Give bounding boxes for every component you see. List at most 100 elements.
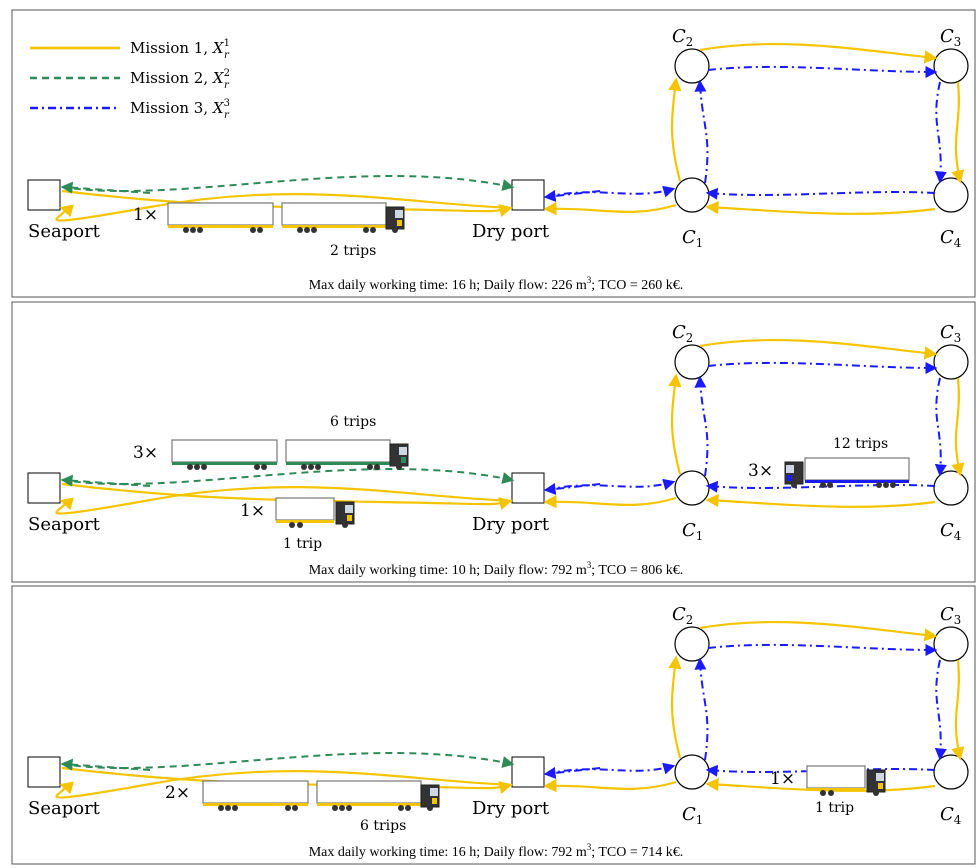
wheel xyxy=(194,464,200,470)
wheel xyxy=(250,227,256,233)
c1-label: C1 xyxy=(682,520,703,543)
route-mission2-back xyxy=(60,474,151,487)
route-mission2-back xyxy=(60,181,151,194)
trailer-chassis xyxy=(286,462,390,465)
route-mission2 xyxy=(61,752,515,769)
c4-label: C4 xyxy=(940,520,961,543)
truck-trips-2: 1 trip xyxy=(283,536,322,552)
route-mission3-c4-c1 xyxy=(705,187,936,200)
cab-window xyxy=(399,447,407,455)
seaport-label: Seaport xyxy=(28,798,101,819)
cab-window xyxy=(345,505,353,513)
wheel xyxy=(257,227,263,233)
panel-frame xyxy=(11,9,976,298)
trailer-chassis xyxy=(203,803,308,806)
body-box xyxy=(804,457,910,481)
trailer-chassis xyxy=(282,225,386,228)
customer-c2 xyxy=(674,344,710,380)
wheel xyxy=(791,482,797,488)
truck-count-2: 1× xyxy=(240,501,265,521)
wheel xyxy=(820,790,826,796)
truck-trips-1: 2 trips xyxy=(330,243,376,259)
truck-count-1: 2× xyxy=(165,783,190,803)
c1-label: C1 xyxy=(682,227,703,250)
truck-1 xyxy=(202,780,440,811)
route-mission3-c1-c2 xyxy=(694,375,709,477)
seaport-node xyxy=(27,756,61,788)
wheel xyxy=(289,522,295,528)
cab-window xyxy=(876,773,884,781)
c1-label: C1 xyxy=(682,804,703,827)
wheel xyxy=(396,464,402,470)
route-mission1-c1-dry xyxy=(543,202,677,216)
wheel xyxy=(827,482,833,488)
wheel xyxy=(370,227,376,233)
dryport-node xyxy=(511,472,545,504)
truck-2 xyxy=(806,765,886,796)
dryport-label: Dry port xyxy=(472,514,550,535)
wheel xyxy=(225,805,231,811)
dryport-node xyxy=(511,756,545,788)
wheel xyxy=(308,464,314,470)
wheel xyxy=(297,522,303,528)
customer-c2 xyxy=(674,48,710,84)
c4-label: C4 xyxy=(940,804,961,827)
route-mission1-c1-c2 xyxy=(668,373,682,475)
seaport-label: Seaport xyxy=(28,221,101,242)
cab-window xyxy=(786,465,794,473)
wheel xyxy=(332,805,338,811)
trailer-box xyxy=(285,439,391,463)
truck-count-3: 3× xyxy=(748,461,773,481)
seaport-node xyxy=(27,472,61,504)
wheel xyxy=(304,227,310,233)
route-mission3-dry-c1 xyxy=(545,762,676,775)
customer-c4 xyxy=(933,754,969,790)
truck-count-1: 3× xyxy=(133,443,158,463)
cab-stripe xyxy=(397,220,402,226)
truck-1 xyxy=(171,439,409,470)
wheel xyxy=(883,482,889,488)
wheel xyxy=(363,227,369,233)
route-mission1-c4-c1 xyxy=(705,200,936,215)
chassis xyxy=(805,480,909,483)
wheel xyxy=(828,790,834,796)
route-mission3-c4-c1 xyxy=(705,480,936,493)
customer-c4 xyxy=(933,177,969,213)
wheel xyxy=(187,464,193,470)
route-mission3-c2-c3 xyxy=(707,65,938,78)
truck-1 xyxy=(167,202,405,233)
panel-frame xyxy=(11,301,976,583)
body-box xyxy=(275,497,335,521)
cab-stripe xyxy=(401,457,406,463)
wheel xyxy=(427,805,433,811)
customer-c3 xyxy=(933,344,969,380)
trailer-box xyxy=(281,202,387,226)
route-mission1-c4-c1 xyxy=(705,493,936,508)
c3-label: C3 xyxy=(940,322,961,345)
wheel xyxy=(297,227,303,233)
trailer-box xyxy=(316,780,422,804)
trailer-box xyxy=(171,439,278,463)
route-mission3-dry-c1 xyxy=(545,478,676,491)
cab-window xyxy=(395,210,403,218)
wheel xyxy=(890,482,896,488)
wheel xyxy=(398,805,404,811)
route-mission1-c3-c4 xyxy=(951,377,965,477)
wheel xyxy=(254,464,260,470)
route-mission1-c1-c2 xyxy=(668,655,682,759)
wheel xyxy=(285,805,291,811)
route-mission3-c1-c2 xyxy=(694,657,709,761)
truck-2 xyxy=(275,497,355,528)
trailer-box xyxy=(167,202,274,226)
wheel xyxy=(342,522,348,528)
truck-3 xyxy=(784,457,910,488)
wheel xyxy=(405,805,411,811)
truck-trips-1: 6 trips xyxy=(360,818,406,834)
route-mission1-sea-dry xyxy=(55,486,513,515)
route-mission2-back xyxy=(60,758,151,771)
wheel xyxy=(315,464,321,470)
